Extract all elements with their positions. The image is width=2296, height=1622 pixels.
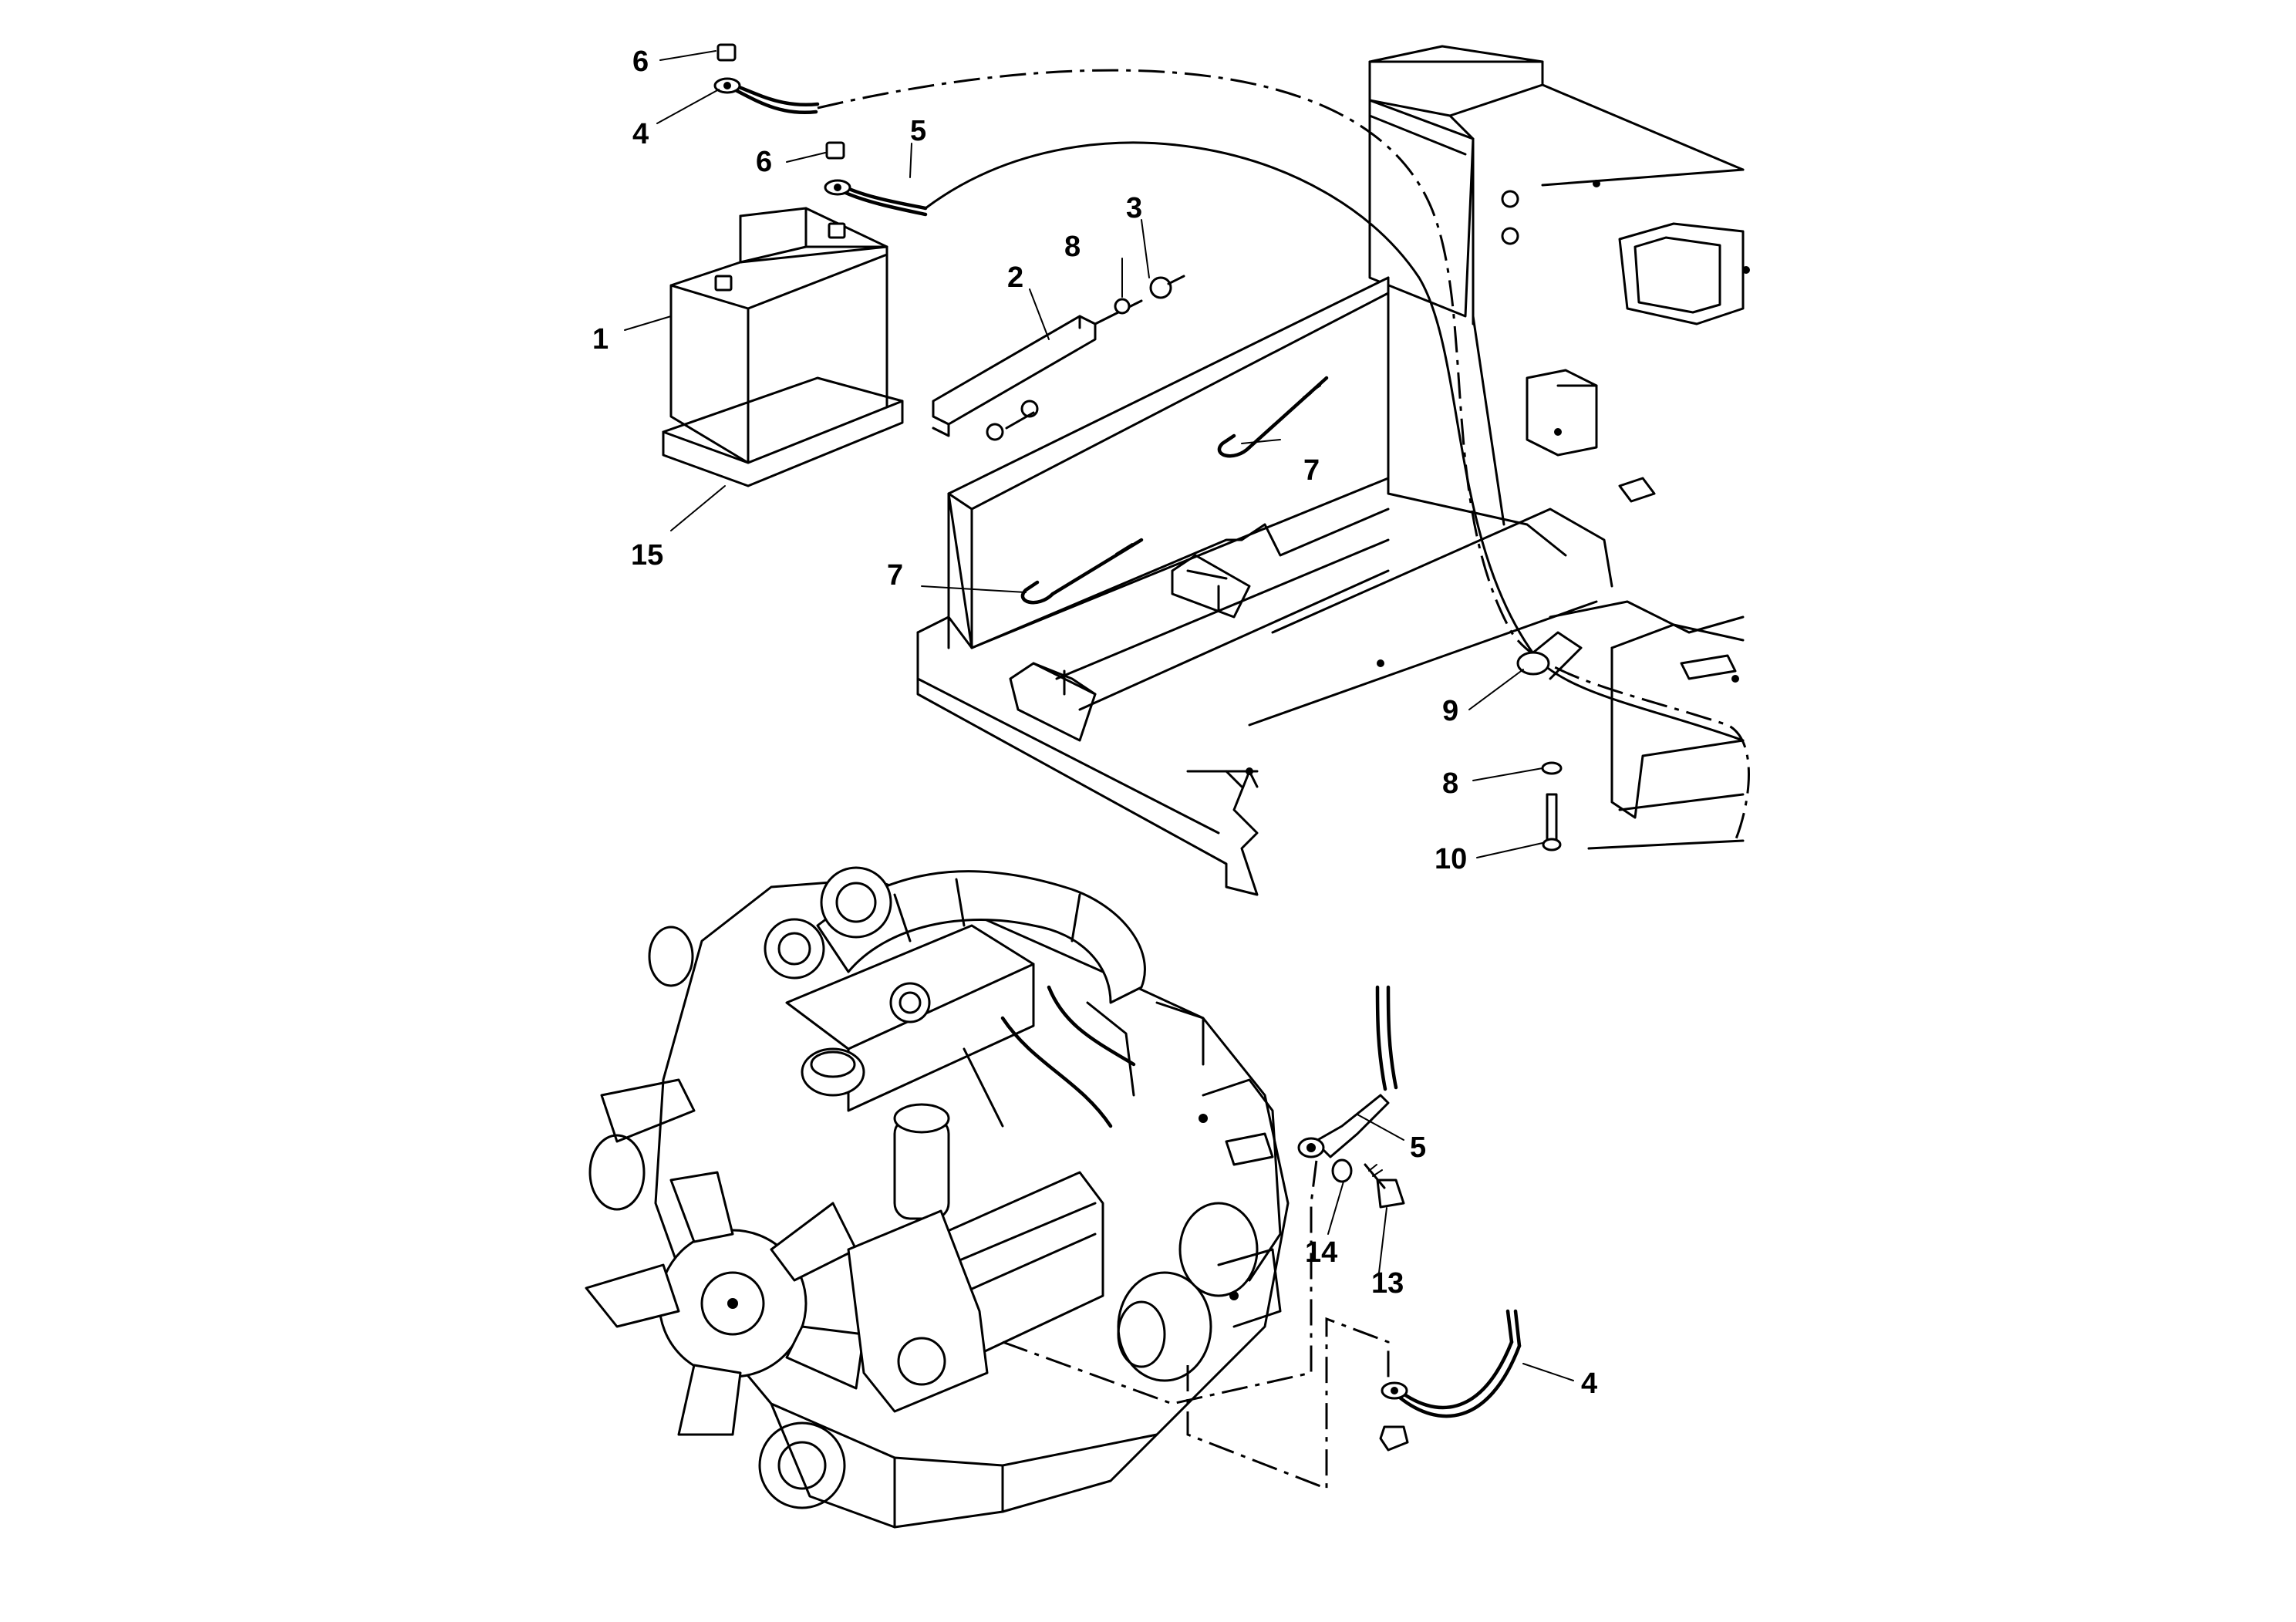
chassis-frame [916, 45, 1750, 896]
callout-6: 6 [756, 146, 772, 178]
j-bolt-lower [1020, 538, 1144, 605]
bracket-fasteners [1094, 275, 1185, 325]
ground-routing-path-b [1186, 1317, 1390, 1491]
callout-labels: 6 4 6 5 1 2 8 3 7 7 15 9 8 10 5 14 13 4 [592, 46, 1597, 1400]
battery-cable-positive-top [824, 141, 928, 217]
cable-routing-path [817, 69, 1750, 841]
terminal-bolt [1364, 1163, 1405, 1209]
callout-9: 9 [1442, 695, 1458, 727]
battery-cable-positive-engine [1297, 985, 1398, 1158]
callout-8: 8 [1442, 767, 1458, 800]
callout-14: 14 [1305, 1236, 1337, 1269]
callout-1: 1 [592, 323, 609, 356]
callout-10: 10 [1435, 843, 1467, 875]
callout-5: 5 [910, 115, 926, 147]
callout-3: 3 [1126, 192, 1142, 224]
callout-2: 2 [1007, 261, 1023, 294]
lock-washer [1331, 1158, 1353, 1183]
j-bolt-upper [1217, 376, 1329, 458]
callout-7: 7 [887, 559, 903, 592]
callout-4: 4 [632, 118, 649, 150]
callout-15: 15 [631, 539, 663, 572]
callout-5: 5 [1410, 1131, 1426, 1164]
battery-cable-negative-top [713, 43, 820, 115]
callout-13: 13 [1371, 1267, 1404, 1300]
callout-6: 6 [632, 46, 649, 78]
battery-pad [662, 376, 904, 487]
callout-4: 4 [1581, 1367, 1597, 1400]
callout-7: 7 [1303, 454, 1320, 487]
hold-down-bracket [932, 315, 1097, 441]
bolt [1542, 793, 1562, 851]
washer [1541, 761, 1563, 775]
ground-routing-path-a [1002, 1141, 1320, 1405]
leader-lines [624, 50, 1574, 1381]
cable-clamp [1516, 631, 1583, 680]
callout-8: 8 [1064, 231, 1081, 263]
cooling-fan [585, 1171, 865, 1436]
battery-cable-negative-engine [1379, 1309, 1522, 1452]
engine [585, 866, 1290, 1529]
